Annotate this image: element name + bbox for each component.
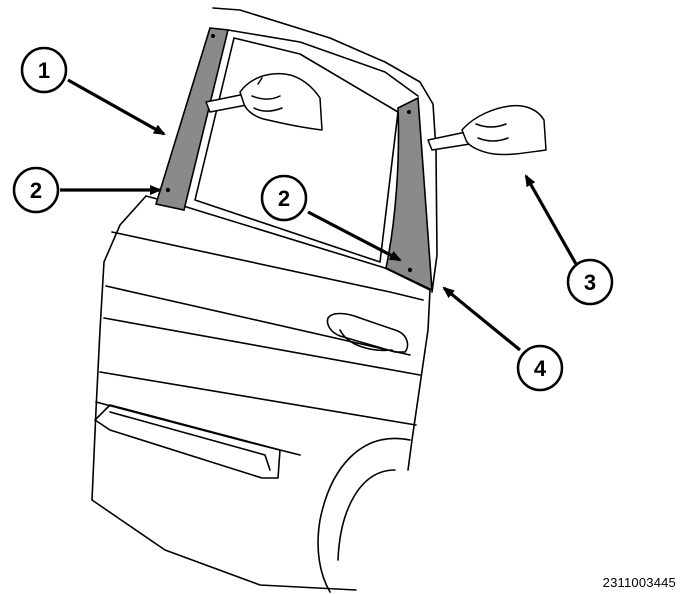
svg-text:4: 4 — [534, 356, 547, 381]
rear-applique — [385, 96, 433, 292]
body-crease-lower — [99, 371, 417, 426]
door-frame-outline — [212, 7, 438, 293]
lower-moulding-inner — [109, 411, 271, 471]
leader-arrow-2-rear — [307, 210, 402, 262]
callout-3: 3 — [566, 258, 614, 306]
svg-text:2: 2 — [278, 186, 290, 211]
leader-arrow-3 — [524, 174, 578, 265]
front-applique — [154, 27, 229, 211]
door-handle — [326, 312, 409, 353]
hand-front-fingers — [251, 77, 283, 112]
callout-1: 1 — [20, 46, 68, 94]
rear-applique-fastener — [407, 267, 413, 273]
svg-text:2: 2 — [30, 178, 42, 203]
svg-text:3: 3 — [584, 270, 596, 295]
leader-arrow-1 — [67, 78, 166, 136]
svg-text:1: 1 — [38, 58, 50, 83]
front-applique-fastener-top — [211, 34, 215, 38]
window-glass-edge — [194, 37, 399, 263]
callout-4: 4 — [516, 344, 564, 392]
wheel-arch — [317, 437, 411, 593]
hand-front — [239, 72, 323, 131]
rear-applique-fastener-top — [407, 110, 411, 114]
body-crease-upper — [103, 317, 421, 376]
hand-rear-fingers — [475, 123, 509, 142]
belt-line-lower — [105, 285, 411, 356]
hand-rear — [461, 104, 547, 156]
front-applique-fastener — [165, 187, 171, 193]
figure-id: 2311003445 — [602, 575, 676, 590]
lower-moulding — [94, 404, 281, 479]
door-body-outline — [91, 195, 431, 591]
door-frame-inner — [227, 29, 419, 97]
belt-line — [111, 231, 424, 301]
wheel-arch-inner — [337, 469, 396, 561]
door-handle-bezel — [339, 329, 393, 352]
callout-2-rear: 2 — [260, 174, 308, 222]
leader-arrow-4 — [442, 286, 522, 352]
callout-2-front: 2 — [12, 166, 60, 214]
